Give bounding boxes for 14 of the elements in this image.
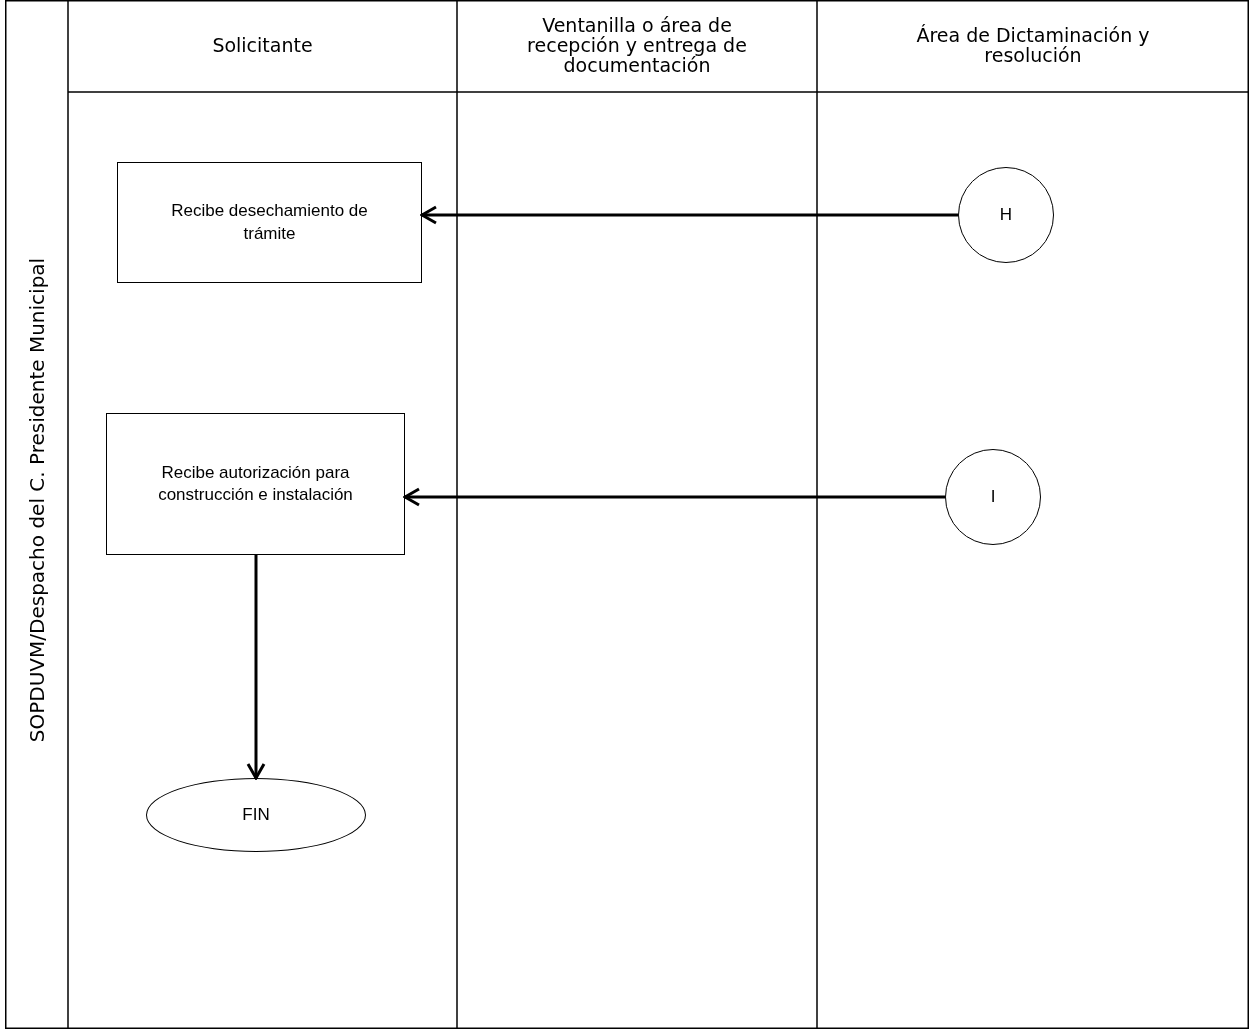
- node-text: I: [990, 485, 996, 508]
- arrow: [403, 487, 945, 507]
- node-text: Recibe autorización para construcción e instalación: [157, 461, 354, 506]
- lane-header: Ventanilla o área de recepción y entrega de documentación: [526, 16, 748, 76]
- pool-label: SOPDUVM/Despacho del C. Presidente Municipal: [26, 257, 48, 743]
- lane-header: Solicitante: [211, 36, 314, 56]
- arrow: [246, 555, 266, 780]
- process-box: [117, 162, 422, 283]
- lane-header: Área de Dictaminación y resolución: [915, 26, 1151, 66]
- node-text: FIN: [242, 803, 270, 826]
- node-text: H: [999, 203, 1013, 226]
- node-text: Recibe desechamiento de trámite: [170, 200, 369, 245]
- arrow: [420, 205, 958, 225]
- process-box: [106, 413, 405, 555]
